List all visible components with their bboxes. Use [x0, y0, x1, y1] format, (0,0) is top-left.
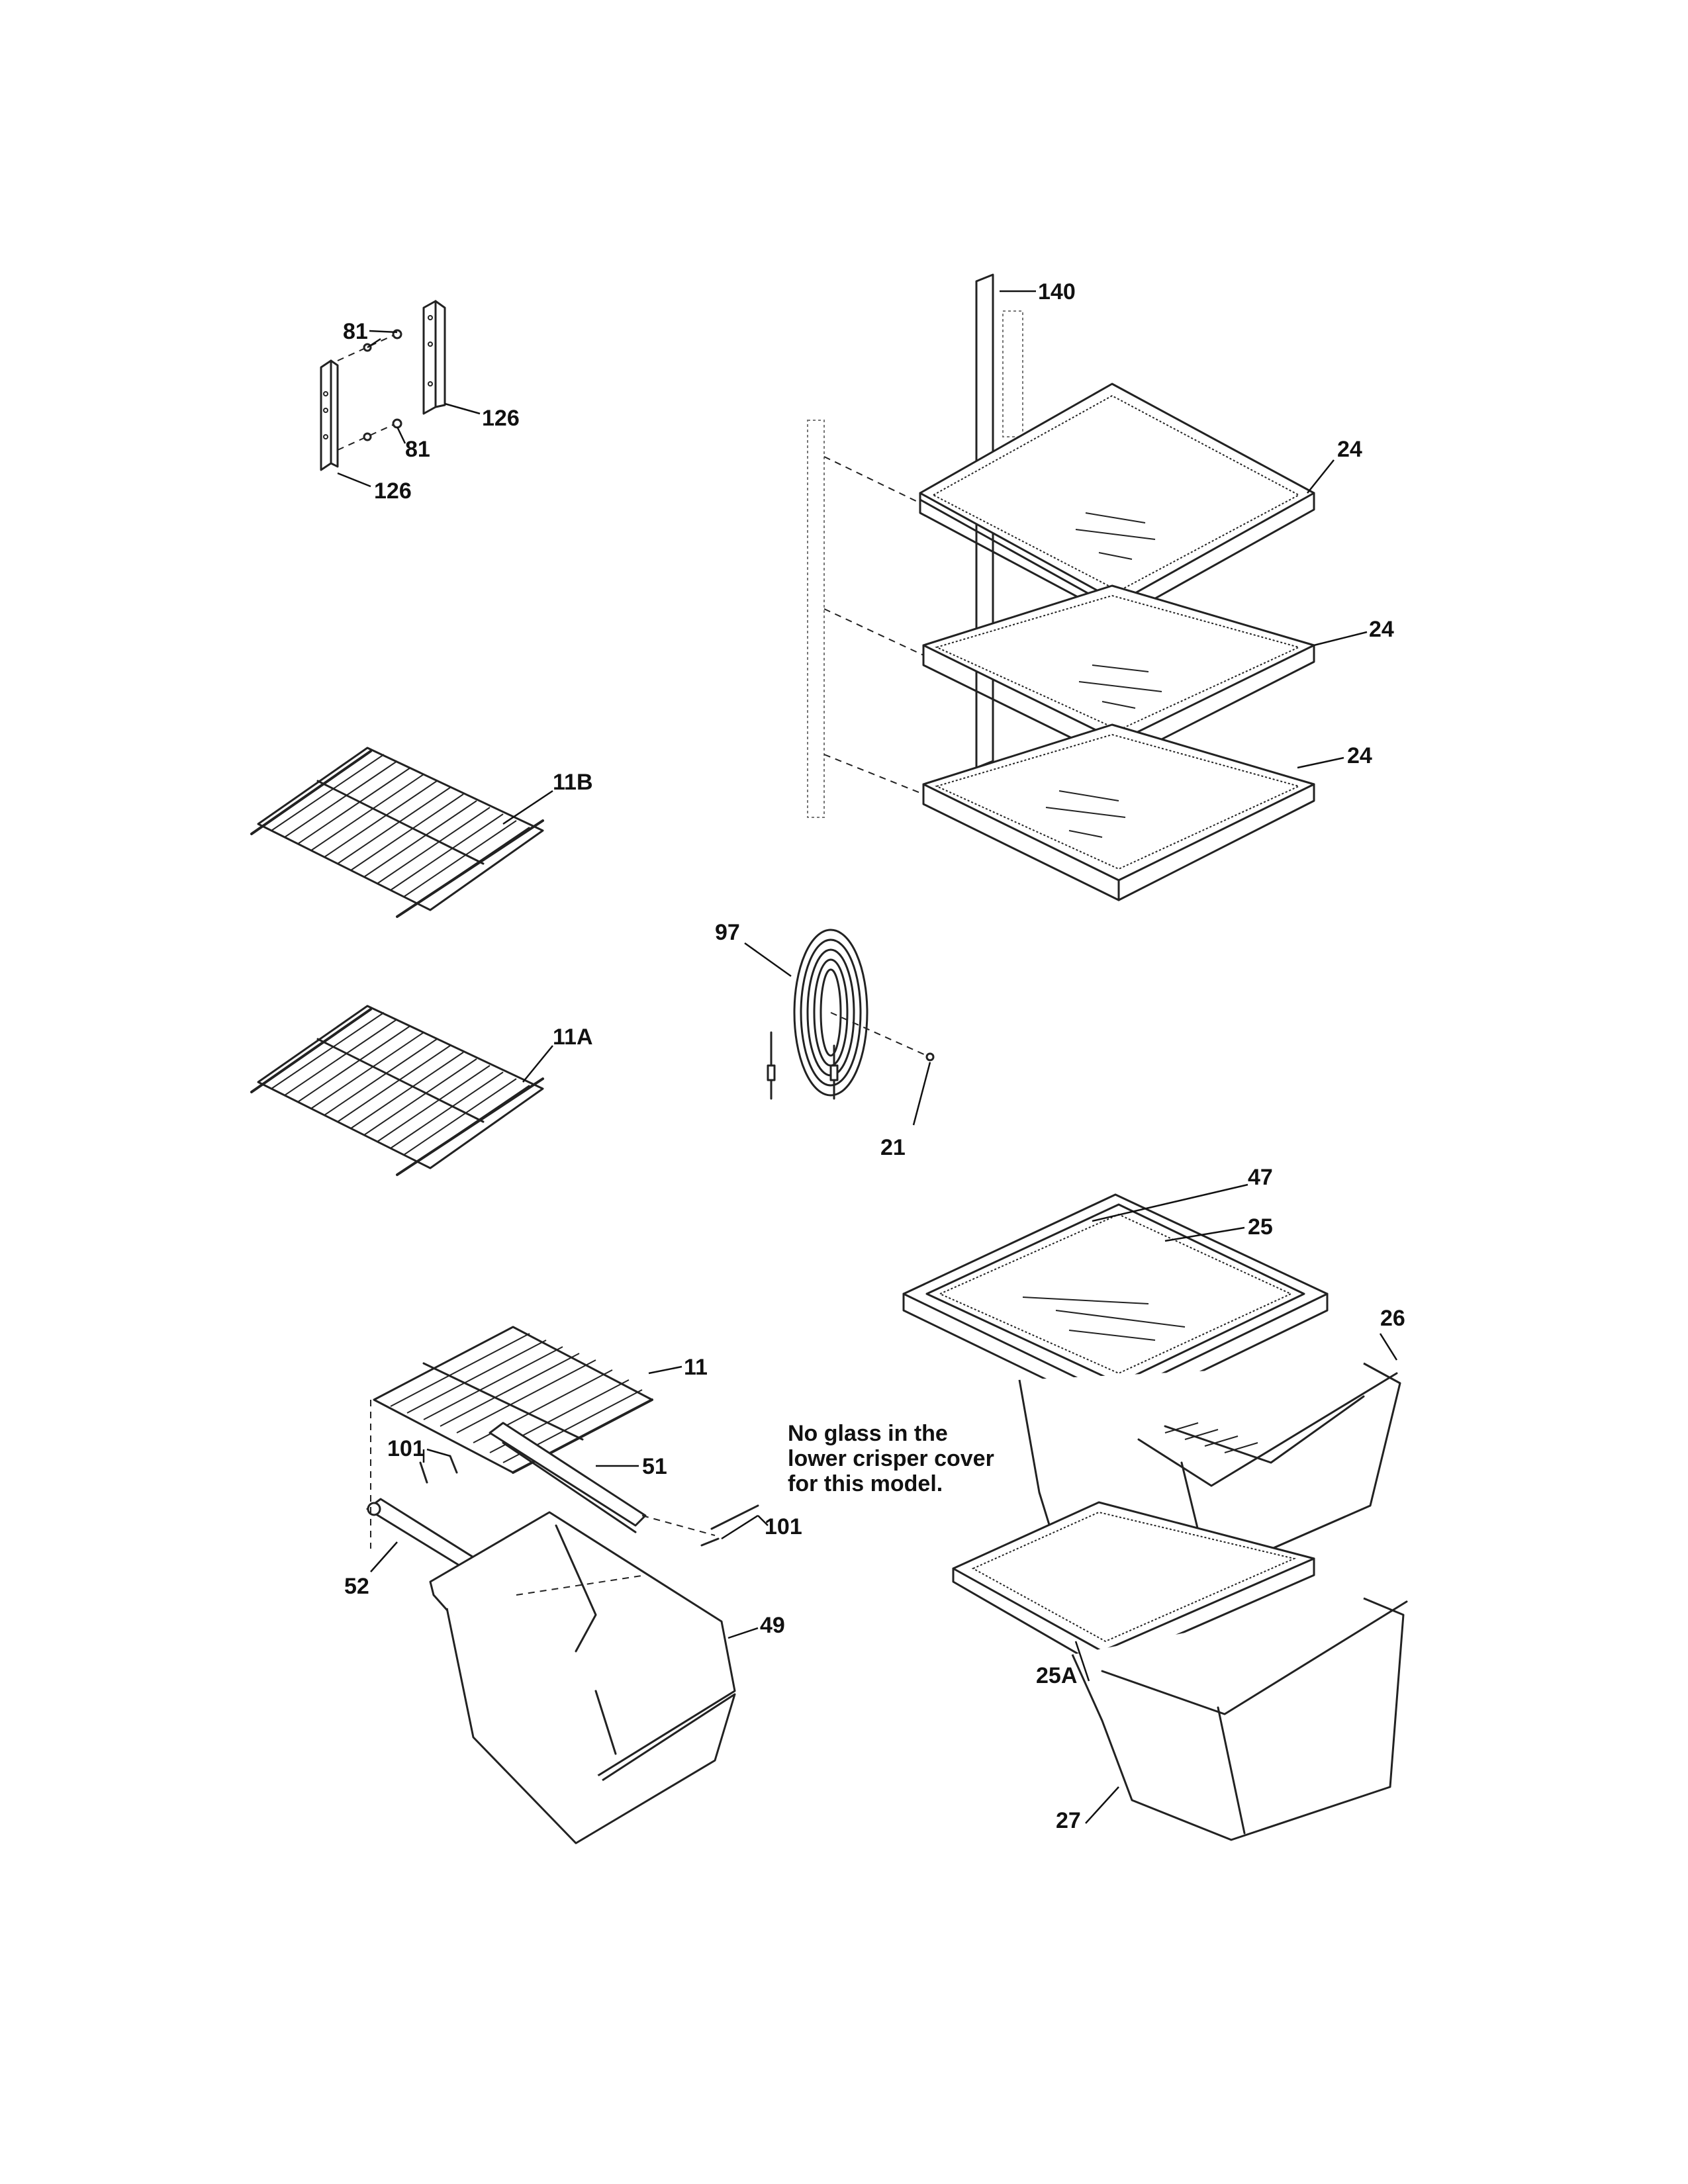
screws-101	[419, 1455, 759, 1547]
glass-shelf-24-top	[823, 383, 1315, 620]
callout-47: 47	[1248, 1165, 1273, 1190]
callout-81-lower: 81	[405, 437, 430, 462]
callout-11: 11	[684, 1355, 708, 1380]
callout-51: 51	[642, 1454, 667, 1479]
crisper-drawer-27	[1071, 1597, 1408, 1841]
heater-coil-97	[767, 929, 927, 1100]
callout-24-middle: 24	[1369, 617, 1394, 642]
glass-shelf-24-middle	[823, 584, 1315, 762]
callout-126-right: 126	[482, 406, 520, 431]
callout-97: 97	[715, 920, 740, 945]
callout-25A: 25A	[1036, 1663, 1077, 1688]
leader-lines	[337, 290, 1398, 1824]
shelf-bracket-126-left	[320, 359, 339, 471]
callout-140: 140	[1038, 279, 1076, 304]
slide-rail-51	[489, 1422, 647, 1533]
note-line-1: No glass in the	[788, 1421, 948, 1446]
note-line-2: lower crisper cover	[788, 1446, 994, 1471]
note-line-3: for this model.	[788, 1471, 943, 1496]
callout-49: 49	[760, 1613, 785, 1638]
callout-24-bottom: 24	[1347, 743, 1372, 768]
callout-21: 21	[880, 1135, 906, 1160]
callout-27: 27	[1056, 1808, 1081, 1833]
wire-shelf-11A	[250, 1005, 544, 1176]
screws-81	[337, 329, 402, 451]
shelf-rail-140	[807, 273, 1023, 818]
glass-shelf-24-bottom	[823, 723, 1315, 901]
callout-52: 52	[344, 1574, 369, 1599]
callout-81-upper: 81	[343, 319, 368, 344]
callout-101-right: 101	[765, 1514, 802, 1539]
screw-21	[925, 1052, 935, 1062]
callout-126-left: 126	[374, 478, 412, 504]
callout-24-top: 24	[1337, 437, 1362, 462]
callout-25: 25	[1248, 1214, 1273, 1240]
callout-101-left: 101	[387, 1436, 425, 1461]
crisper-glass-47	[925, 1203, 1305, 1385]
callout-11B: 11B	[553, 770, 593, 795]
shelf-bracket-126-right	[422, 300, 446, 415]
wire-shelf-11B	[250, 747, 544, 918]
callout-26: 26	[1380, 1306, 1405, 1331]
meat-pan-49	[370, 1400, 736, 1844]
callout-11A: 11A	[553, 1024, 593, 1050]
